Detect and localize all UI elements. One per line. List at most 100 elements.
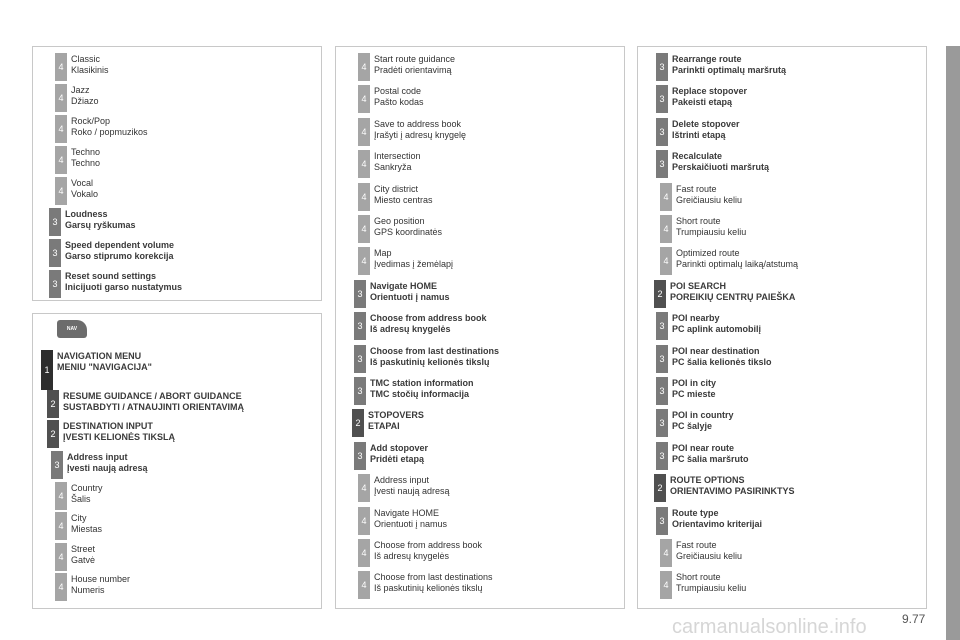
entry-label-lithuanian: Roko / popmuzikos bbox=[71, 127, 148, 137]
entry-label-lithuanian: Šalis bbox=[71, 494, 91, 504]
entry-label-english: Short route bbox=[676, 572, 721, 583]
entry-label-english: Address input bbox=[374, 475, 430, 486]
level-badge: 3 bbox=[656, 150, 668, 179]
entry-label-lithuanian: TMC stočių informacija bbox=[370, 389, 470, 399]
entry-label-lithuanian: Trumpiausiu keliu bbox=[676, 583, 747, 594]
entry-label-english: Address input bbox=[67, 452, 128, 462]
entry-label-lithuanian: Garsų ryškumas bbox=[65, 220, 136, 230]
entry-label-lithuanian: Parinkti optimalų maršrutą bbox=[672, 65, 787, 75]
level-badge: 2 bbox=[47, 390, 59, 418]
entry-label-english: Save to address book bbox=[374, 118, 462, 129]
entry-label-lithuanian: Iš adresų knygelės bbox=[370, 324, 451, 335]
entry-label-english: City bbox=[71, 513, 87, 523]
entry-label-english: POI near destination bbox=[672, 345, 760, 356]
entry-label-english: Route type bbox=[672, 507, 719, 518]
entry-label-lithuanian: Vokalo bbox=[71, 189, 99, 199]
entry-label-lithuanian: SUSTABDYTI / ATNAUJINTI ORIENTAVIMĄ bbox=[63, 402, 244, 412]
level-badge: 4 bbox=[358, 539, 370, 567]
entry-label-lithuanian: PC mieste bbox=[672, 389, 716, 399]
entry-label-english: Delete stopover bbox=[672, 118, 740, 129]
entry-label-lithuanian: Miesto centras bbox=[374, 194, 433, 205]
watermark: carmanualsonline.info bbox=[672, 616, 867, 638]
entry-label-english: DESTINATION INPUT bbox=[63, 421, 153, 431]
level-badge: 4 bbox=[55, 573, 67, 601]
entry-label-english: STOPOVERS bbox=[368, 410, 424, 421]
entry-label-lithuanian: Įvesti naują adresą bbox=[374, 486, 450, 497]
entry-label-english: POI in country bbox=[672, 410, 734, 421]
level-badge: 3 bbox=[354, 377, 366, 405]
level-badge: 4 bbox=[358, 117, 370, 146]
entry-label-lithuanian: Įrašyti į adresų knygelę bbox=[374, 129, 467, 140]
level-badge: 4 bbox=[55, 115, 67, 143]
entry-label-lithuanian: PC aplink automobilį bbox=[672, 324, 762, 335]
entry-label-english: Techno bbox=[71, 147, 101, 157]
level-badge: 4 bbox=[358, 247, 370, 276]
level-badge: 3 bbox=[49, 208, 61, 236]
entry-label-english: Navigate HOME bbox=[374, 507, 440, 518]
level-badge: 3 bbox=[51, 451, 63, 479]
entry-label-lithuanian: Pridėti etapą bbox=[370, 453, 425, 464]
level-badge: 3 bbox=[656, 344, 668, 373]
level-badge: 3 bbox=[656, 85, 668, 114]
entry-label-english: POI SEARCH bbox=[670, 280, 727, 291]
entry-label-lithuanian: Džiazo bbox=[71, 96, 99, 106]
entry-label-lithuanian: Įvedimas į žemėlapį bbox=[374, 259, 454, 270]
level-badge: 3 bbox=[354, 279, 366, 308]
level-badge: 3 bbox=[656, 506, 668, 535]
level-badge: 1 bbox=[41, 350, 53, 390]
entry-label-english: Choose from address book bbox=[374, 540, 483, 550]
entry-label-english: Short route bbox=[676, 216, 721, 226]
entry-label-lithuanian: ORIENTAVIMO PASIRINKTYS bbox=[670, 486, 795, 497]
entry-label-lithuanian: Orientuoti į namus bbox=[370, 291, 450, 302]
entry-label-lithuanian: Pašto kodas bbox=[374, 97, 424, 108]
level-badge: 4 bbox=[358, 85, 370, 114]
level-badge: 4 bbox=[660, 247, 672, 276]
entry-label-english: Jazz bbox=[71, 85, 90, 95]
entry-label-lithuanian: Klasikinis bbox=[71, 65, 109, 75]
entry-label-lithuanian: Iš adresų knygelės bbox=[374, 551, 450, 561]
level-badge: 4 bbox=[660, 571, 672, 600]
level-badge: 4 bbox=[358, 150, 370, 179]
level-badge: 3 bbox=[656, 441, 668, 470]
level-badge: 3 bbox=[656, 312, 668, 341]
level-badge: 4 bbox=[55, 512, 67, 540]
entry-label-english: Choose from last destinations bbox=[374, 572, 493, 583]
